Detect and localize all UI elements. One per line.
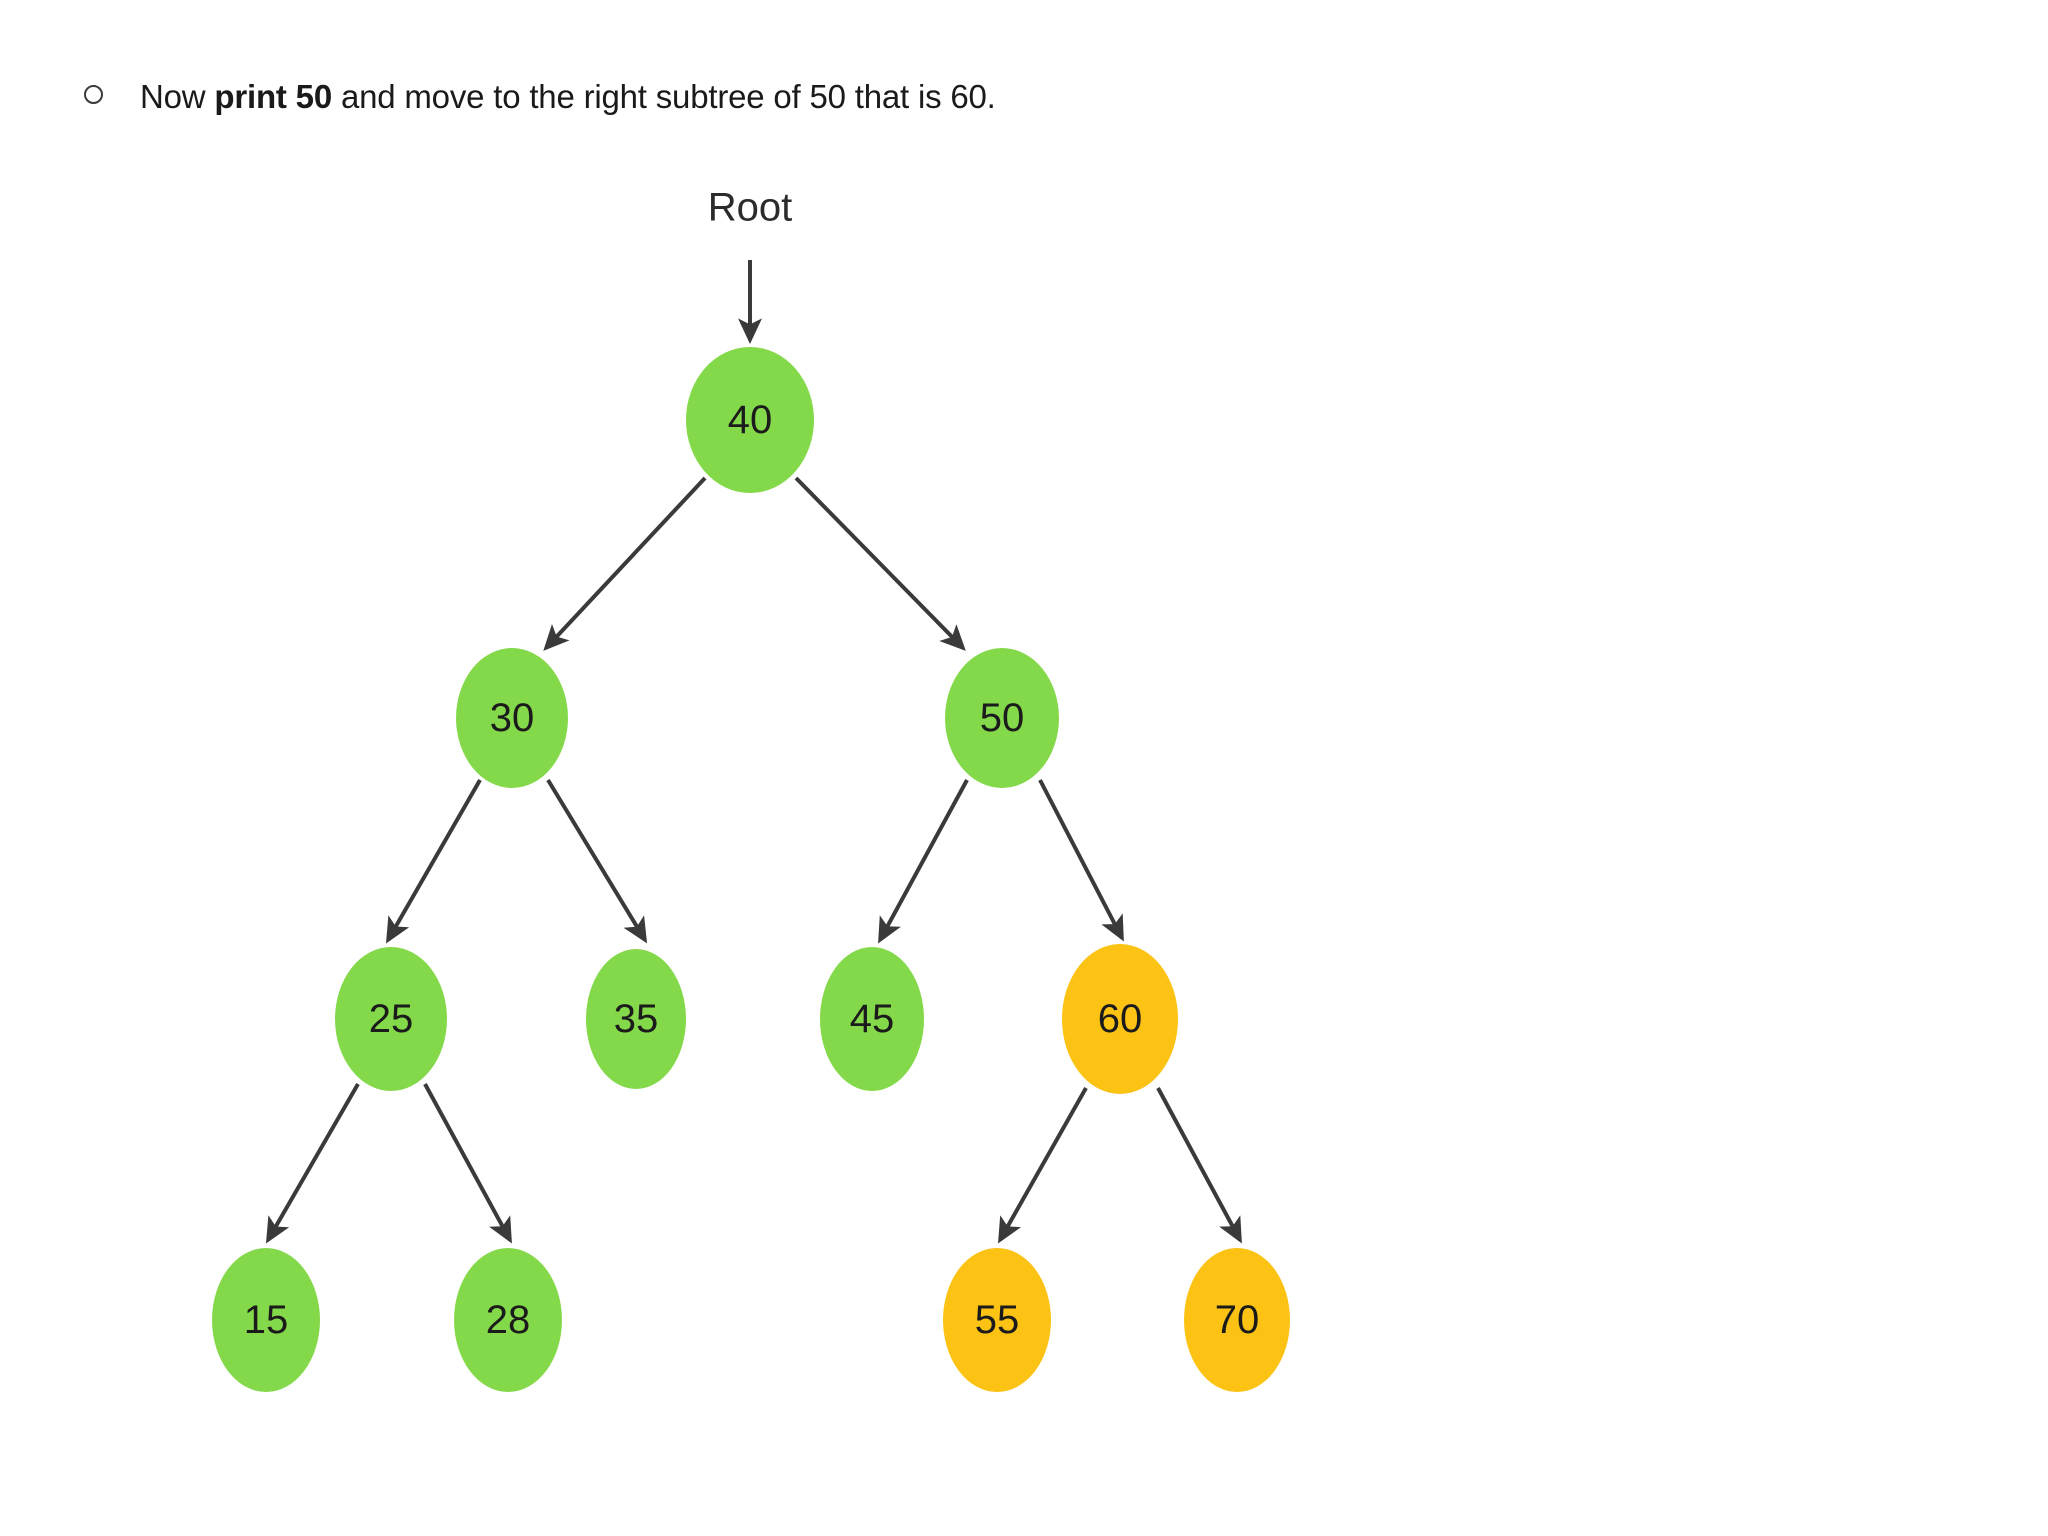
tree-edge-n30-to-n35 [546, 778, 648, 944]
tree-node-label-50: 50 [979, 696, 1025, 740]
tree-node-label-55: 55 [974, 1298, 1020, 1342]
tree-node-15[interactable]: 15 [212, 1248, 320, 1392]
tree-node-label-70: 70 [1214, 1298, 1260, 1342]
tree-node-label-40: 40 [727, 398, 773, 442]
tree-node-label-25: 25 [368, 997, 414, 1041]
caption-prefix: Now [140, 78, 215, 115]
root-pointer-label: Root [707, 185, 793, 230]
tree-edge-n25-to-n28 [423, 1083, 512, 1244]
caption-suffix: and move to the right subtree of 50 that… [331, 78, 996, 115]
tree-node-label-15: 15 [243, 1298, 289, 1342]
tree-edge-n25-to-n15 [266, 1083, 360, 1244]
tree-node-45[interactable]: 45 [820, 947, 924, 1091]
tree-node-35[interactable]: 35 [586, 949, 686, 1089]
bullet-circle-icon [84, 85, 103, 104]
tree-node-60[interactable]: 60 [1062, 944, 1178, 1094]
tree-node-55[interactable]: 55 [943, 1248, 1051, 1392]
caption-text: Now print 50 and move to the right subtr… [140, 78, 996, 116]
tree-edge-n30-to-n25 [386, 779, 482, 944]
tree-edge-n50-to-n60 [1038, 779, 1124, 942]
tree-node-70[interactable]: 70 [1184, 1248, 1290, 1392]
tree-edge-n40-to-n30 [543, 476, 707, 651]
tree-node-label-35: 35 [613, 997, 659, 1041]
tree-node-label-60: 60 [1097, 997, 1143, 1041]
tree-node-label-30: 30 [489, 696, 535, 740]
tree-node-40[interactable]: 40 [686, 347, 814, 493]
caption-emphasis: print 50 [214, 78, 332, 115]
tree-node-28[interactable]: 28 [454, 1248, 562, 1392]
tree-node-label-28: 28 [485, 1298, 531, 1342]
tree-node-30[interactable]: 30 [456, 648, 568, 788]
caption-line: Now print 50 and move to the right subtr… [84, 78, 996, 116]
tree-node-50[interactable]: 50 [945, 648, 1059, 788]
tree-edge-n60-to-n70 [1156, 1087, 1242, 1244]
tree-node-label-45: 45 [849, 997, 895, 1041]
tree-edge-n50-to-n45 [878, 779, 969, 944]
tree-edge-n60-to-n55 [998, 1087, 1088, 1244]
tree-edge-n40-to-n50 [794, 476, 966, 651]
tree-node-25[interactable]: 25 [335, 947, 447, 1091]
